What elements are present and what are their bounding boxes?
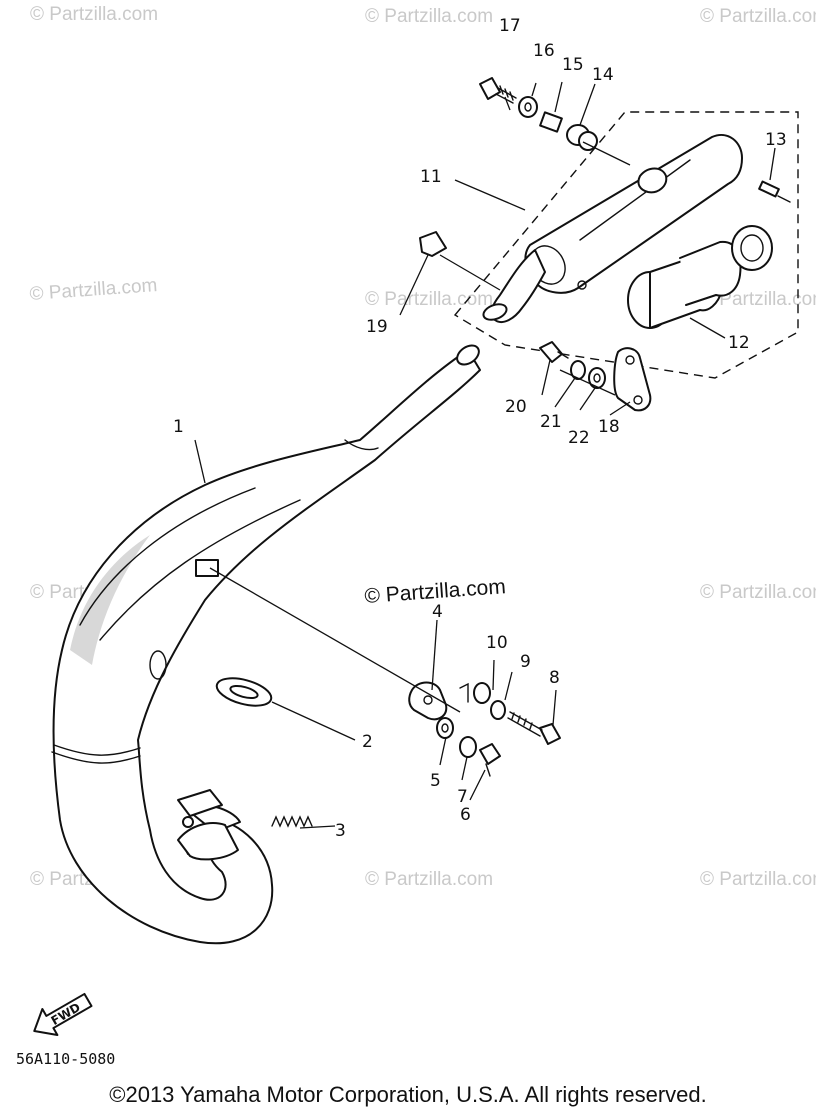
part-15-collar (539, 111, 563, 133)
callout-5: 5 (430, 771, 441, 791)
part-13-screw (758, 180, 791, 203)
part-10-clip (459, 682, 469, 703)
watermark: © Partzilla.com (29, 275, 158, 305)
callout-8: 8 (549, 668, 560, 688)
callouts: 1 2 3 4 5 6 7 8 9 10 11 12 13 14 15 16 1… (173, 16, 787, 841)
callout-20: 20 (505, 397, 527, 417)
callout-2: 2 (362, 732, 373, 752)
part-10-washer (473, 682, 491, 704)
callout-14: 14 (592, 65, 614, 85)
diagram-code: 56A110-5080 (16, 1050, 115, 1068)
callout-19: 19 (366, 317, 388, 337)
callout-17: 17 (499, 16, 521, 36)
callout-12: 12 (728, 333, 750, 353)
part-4-bracket (408, 681, 448, 721)
part-14-grommet (566, 124, 598, 151)
part-7-washer (459, 736, 477, 758)
part-21-washer (570, 360, 586, 380)
part-1-expansion-chamber (51, 344, 481, 945)
part-18-bracket (613, 347, 652, 412)
watermark: © Partzilla.com (700, 869, 816, 890)
callout-9: 9 (520, 652, 531, 672)
callout-11: 11 (420, 167, 442, 187)
callout-1: 1 (173, 417, 184, 437)
silencer-assembly-outline (453, 111, 799, 379)
exhaust-diagram: © Partzilla.com © Partzilla.com © Partzi… (16, 4, 816, 1068)
part-5-washer (436, 717, 454, 739)
callout-10: 10 (486, 633, 508, 653)
part-2-gasket (215, 677, 273, 707)
part-12-packing (627, 225, 773, 329)
part-11-silencer (482, 134, 743, 324)
part-20-bolt (539, 341, 569, 363)
part-3-spring (271, 815, 313, 828)
watermark: © Partzilla.com (365, 289, 493, 310)
watermark: © Partzilla.com (700, 582, 816, 603)
fwd-arrow-icon: FWD (33, 992, 93, 1036)
callout-15: 15 (562, 55, 584, 75)
watermark: © Partzilla.com (365, 6, 493, 27)
callout-6: 6 (460, 805, 471, 825)
callout-18: 18 (598, 417, 620, 437)
watermark: © Partzilla.com (365, 869, 493, 890)
leader-lines (194, 81, 776, 829)
callout-3: 3 (335, 821, 346, 841)
part-22-washer (588, 367, 606, 389)
watermark: © Partzilla.com (30, 4, 158, 25)
part-16-washer (518, 96, 538, 118)
watermarks: © Partzilla.com © Partzilla.com © Partzi… (29, 4, 816, 890)
callout-4: 4 (432, 602, 443, 622)
callout-7: 7 (457, 787, 468, 807)
part-19-nut (419, 231, 447, 257)
watermark: © Partzilla.com (700, 6, 816, 27)
callout-16: 16 (533, 41, 555, 61)
callout-21: 21 (540, 412, 562, 432)
copyright-notice: ©2013 Yamaha Motor Corporation, U.S.A. A… (109, 1082, 707, 1107)
callout-22: 22 (568, 428, 590, 448)
part-6-bolt (479, 743, 501, 777)
part-17-bolt (479, 77, 517, 104)
callout-13: 13 (765, 130, 787, 150)
part-9-washer (490, 700, 506, 720)
part-8-bolt (507, 711, 561, 745)
